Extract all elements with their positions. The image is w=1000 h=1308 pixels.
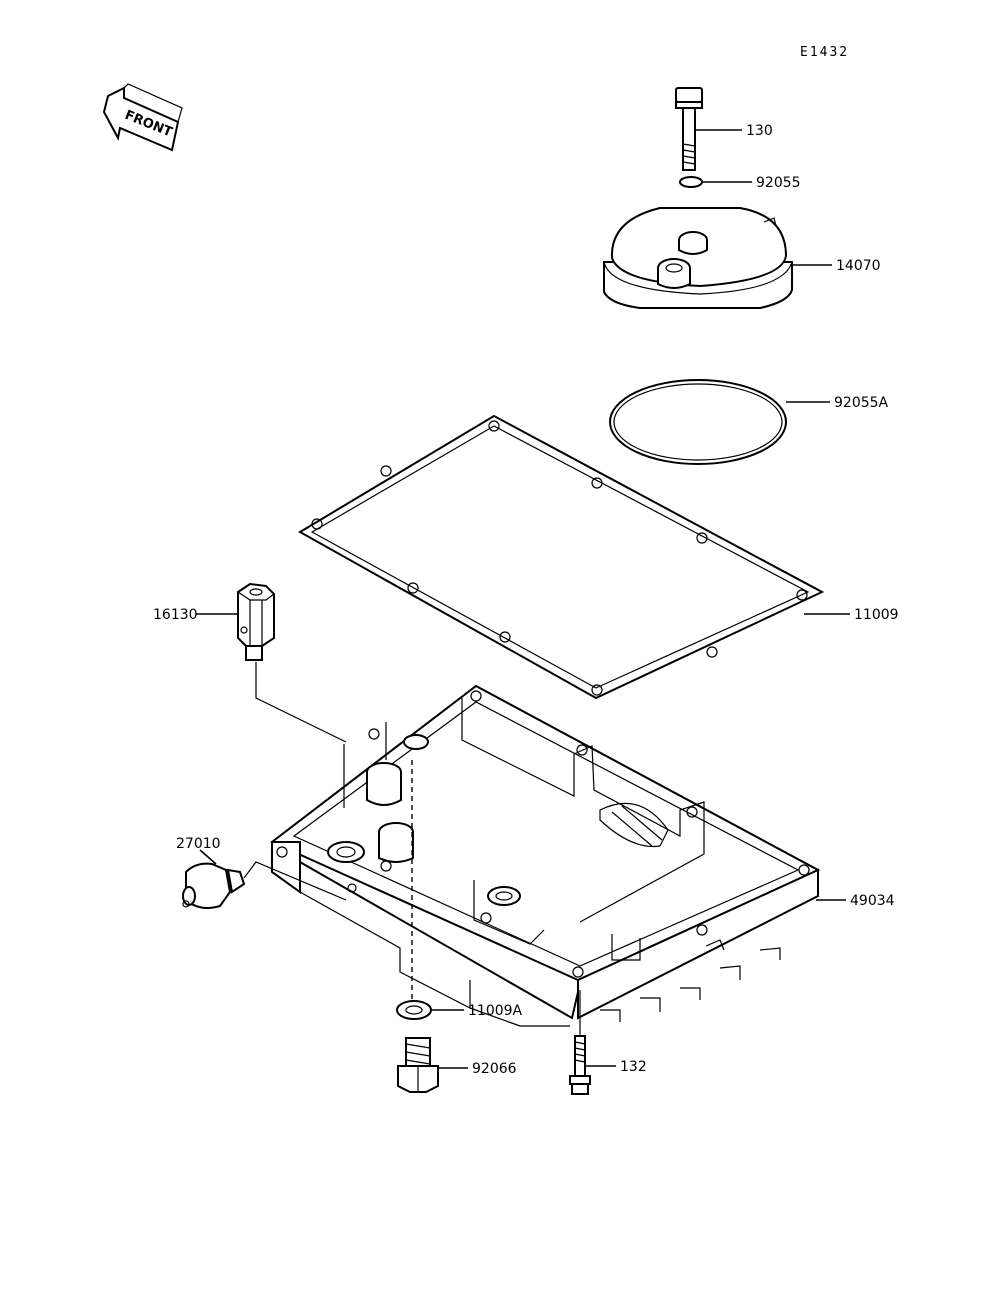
oil-pressure-switch-27010: [182, 862, 246, 909]
drawing-code: E1432: [800, 45, 849, 60]
label-132: 132: [620, 1059, 647, 1075]
label-11009A: 11009A: [468, 1003, 523, 1019]
label-92055A: 92055A: [834, 395, 889, 411]
label-92055: 92055: [756, 175, 801, 191]
label-27010: 27010: [176, 836, 221, 852]
label-49034: 49034: [850, 893, 895, 909]
front-arrow-icon: FRONT: [102, 83, 183, 152]
label-11009: 11009: [854, 607, 899, 623]
oil-filter-cover-14070: [603, 207, 793, 309]
drain-plug-92066: [397, 1037, 439, 1093]
label-92066: 92066: [472, 1061, 517, 1077]
bolt-132: [569, 990, 591, 1095]
fitting-16130: [237, 582, 275, 661]
gasket-11009: [298, 414, 825, 700]
label-14070: 14070: [836, 258, 881, 274]
oil-pan-49034: [270, 684, 821, 1027]
washer-11009A: [396, 1000, 432, 1020]
washer-92055: [679, 176, 703, 188]
label-16130: 16130: [153, 607, 198, 623]
label-130: 130: [746, 123, 773, 139]
bolt-130: [675, 87, 703, 171]
o-ring-92055A: [609, 379, 787, 465]
